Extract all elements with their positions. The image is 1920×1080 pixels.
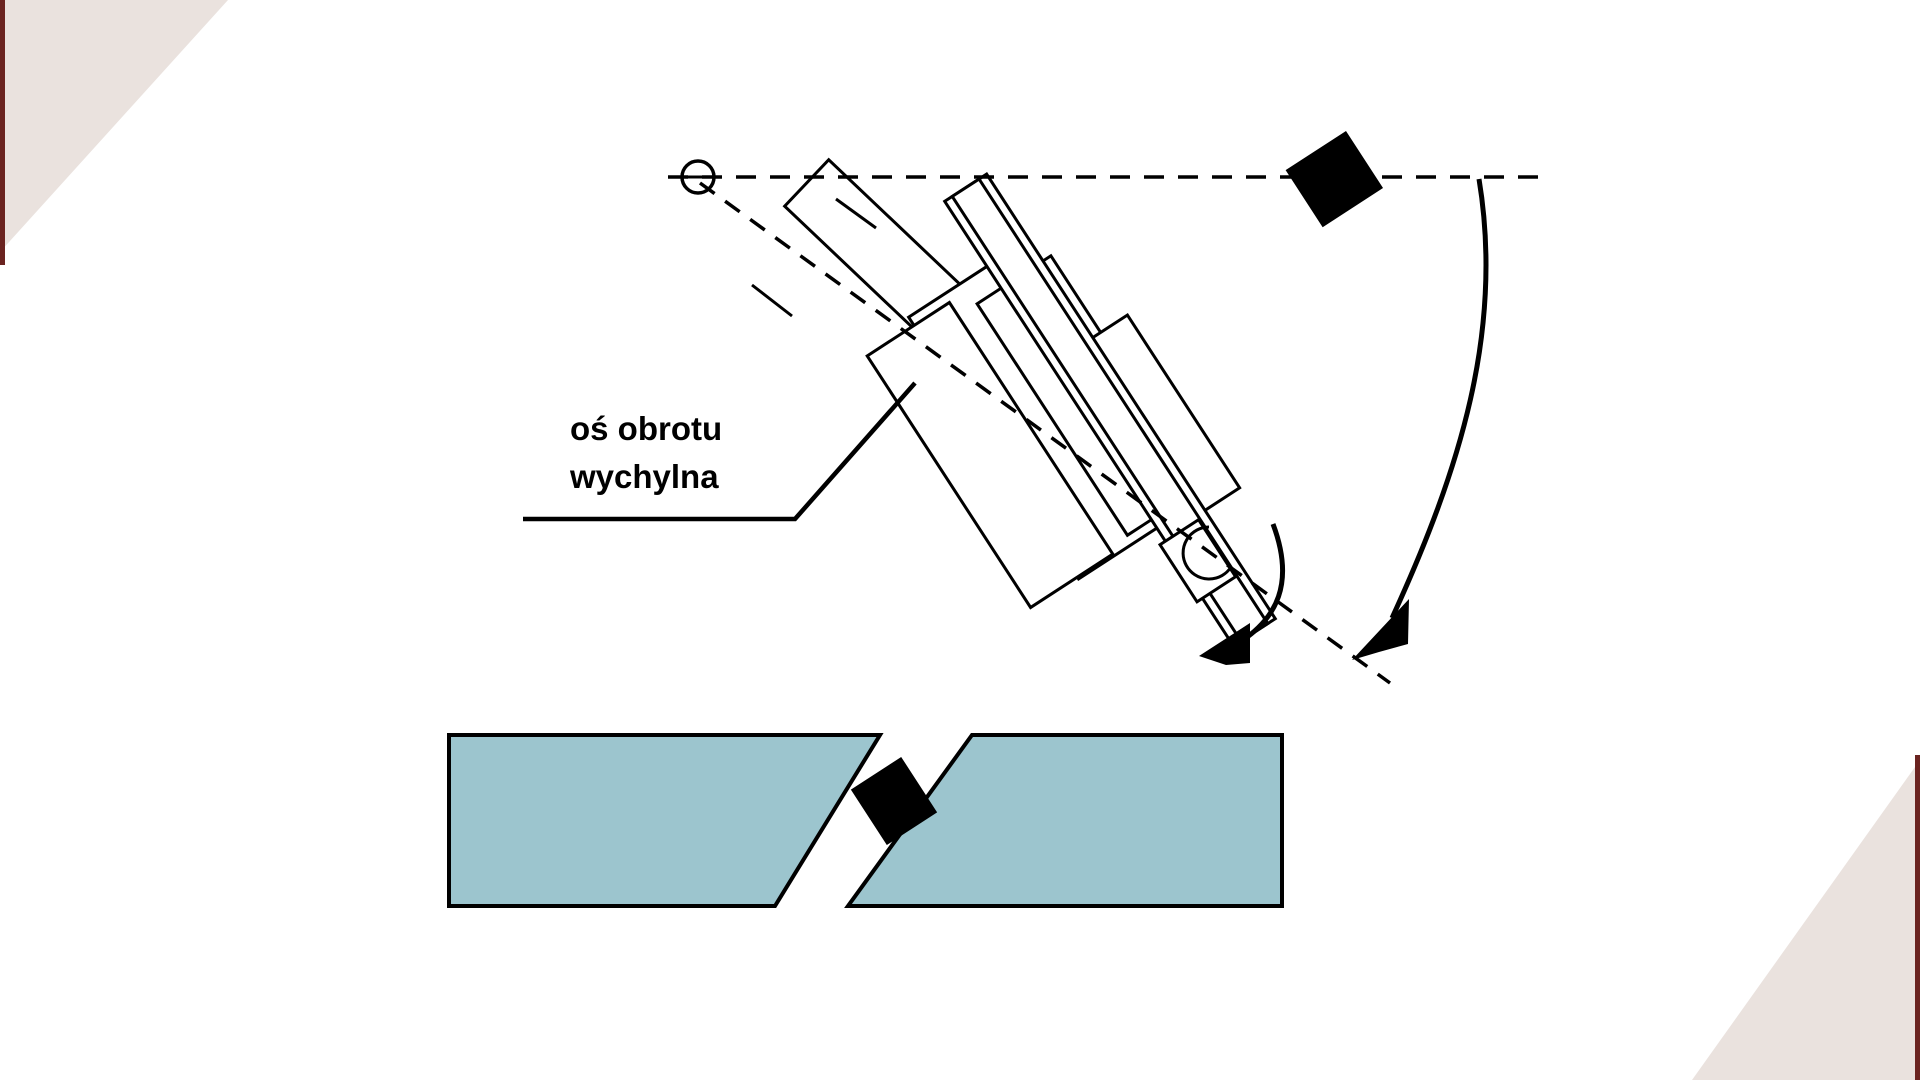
pivot-axis-label-line1: oś obrotu xyxy=(570,410,722,447)
nozzle-ring-icon xyxy=(1181,525,1233,581)
motion-indicators xyxy=(1199,178,1489,665)
swing-arrow-head-icon xyxy=(1352,599,1409,660)
axis-lines xyxy=(668,159,1540,685)
pivot-axis-label-line2: wychylna xyxy=(569,458,719,495)
workpiece-left-plate xyxy=(447,733,884,908)
tilt-arm-break-mark-b xyxy=(751,283,793,318)
pivot-axis-annotation: oś obrotu wychylna xyxy=(523,381,917,522)
tip-black-block xyxy=(850,756,938,846)
workpiece-assembly xyxy=(447,733,1284,908)
tilt-arm-break-mark-a xyxy=(835,197,877,230)
torch-body-block xyxy=(865,300,1115,610)
label-leader-line xyxy=(523,381,917,522)
rotation-arrow-head-icon xyxy=(1199,623,1250,665)
top-left-corner-triangle xyxy=(0,0,228,265)
upper-black-block xyxy=(1285,130,1384,228)
torch-assembly xyxy=(751,130,1384,846)
workpiece-right-plate xyxy=(844,733,1284,908)
bottom-right-corner-triangle xyxy=(1692,755,1920,1080)
swing-motion-arc xyxy=(1389,178,1489,620)
